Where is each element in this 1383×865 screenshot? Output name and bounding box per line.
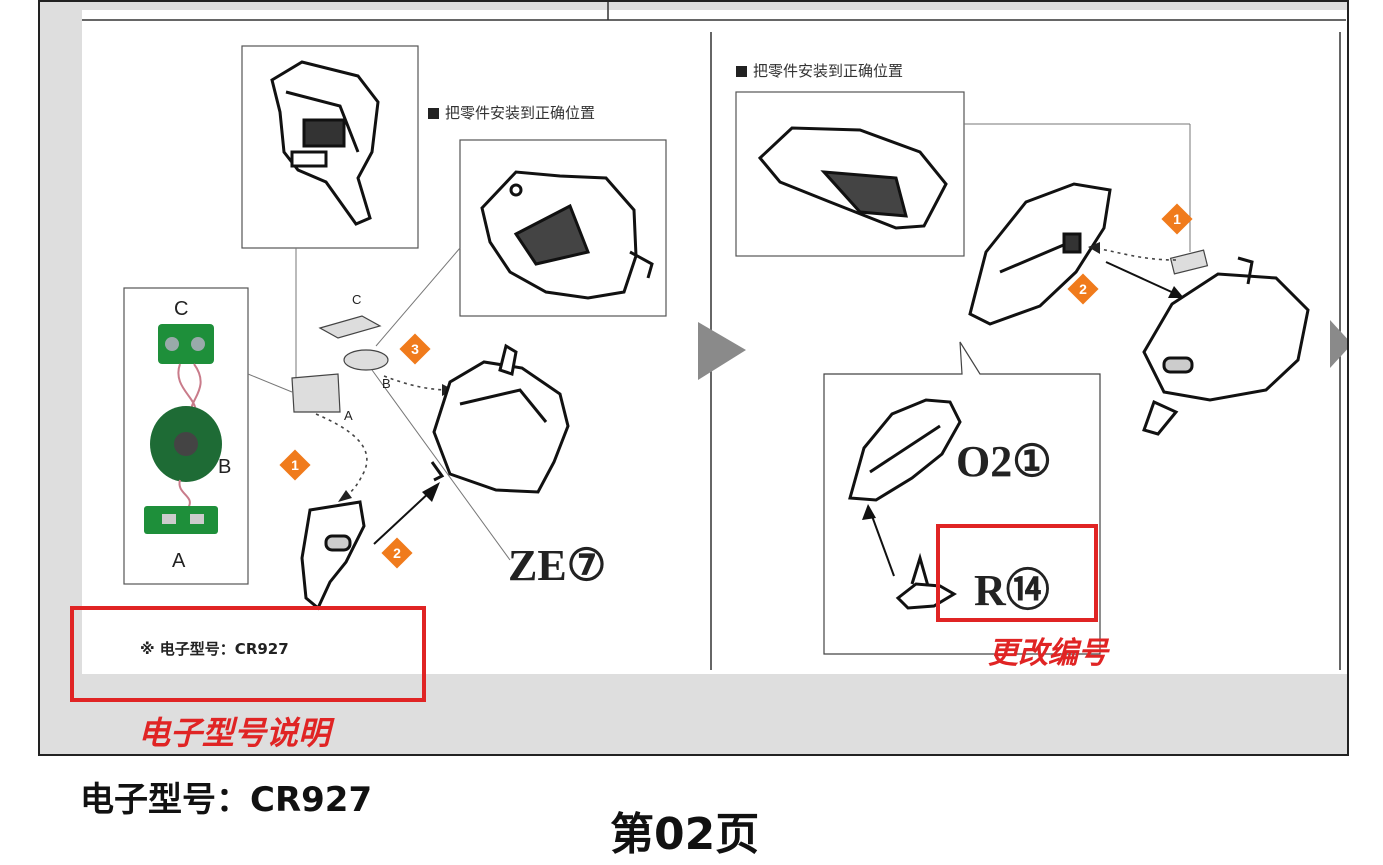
part-code-ze7: ZE⑦ bbox=[508, 541, 607, 590]
mech-piece-sketch bbox=[300, 500, 366, 611]
part-b bbox=[343, 349, 389, 371]
step-badge-2-right: 2 bbox=[1067, 273, 1099, 305]
step-badge-3-left: 3 bbox=[399, 333, 431, 365]
part-code-r14: R⑭ bbox=[974, 566, 1050, 615]
part-a bbox=[291, 373, 341, 413]
board-label-c: C bbox=[174, 298, 189, 320]
next-arrow-2 bbox=[1330, 320, 1347, 368]
instruction-note-right: 把零件安装到正确位置 bbox=[736, 60, 903, 81]
mech-body-sketch-left bbox=[430, 343, 570, 494]
step-badge-1-left: 1 bbox=[279, 449, 311, 481]
mech-part-sketch-4 bbox=[968, 182, 1112, 326]
highlight-box-electronic-model bbox=[70, 606, 426, 702]
mech-part-sketch-2 bbox=[480, 170, 654, 300]
step-badge-1-right: 1 bbox=[1161, 203, 1193, 235]
part-label-b: B bbox=[382, 376, 391, 391]
part-code-o2-1: O2① bbox=[956, 437, 1052, 486]
instruction-page-frame: 把零件安装到正确位置 把零件安装到正确位置 C B A C B A 1 2 3 … bbox=[38, 0, 1349, 756]
small-fin-sketch bbox=[895, 552, 957, 610]
small-part-right bbox=[1169, 249, 1209, 275]
footer-page-number: 第02页 bbox=[610, 809, 760, 860]
instruction-note-left: 把零件安装到正确位置 bbox=[428, 102, 595, 123]
electronic-model-note: ※ 电子型号：CR927 bbox=[140, 640, 289, 658]
highlight-box-part-number bbox=[936, 524, 1098, 622]
footer-electronic-model: 电子型号：CR927 bbox=[80, 780, 373, 820]
annotation-change-number: 更改编号 bbox=[988, 636, 1108, 671]
next-arrow-1 bbox=[698, 322, 746, 380]
mech-part-sketch-5 bbox=[848, 398, 962, 502]
part-label-c: C bbox=[352, 292, 362, 307]
circuit-board-image bbox=[144, 324, 222, 534]
part-c bbox=[318, 315, 382, 339]
step-badge-2-left: 2 bbox=[381, 537, 413, 569]
board-label-b: B bbox=[218, 456, 232, 478]
annotation-electronic-model-explain: 电子型号说明 bbox=[138, 714, 331, 752]
board-label-a: A bbox=[172, 550, 186, 572]
part-label-a: A bbox=[344, 408, 353, 423]
instruction-illustration bbox=[82, 2, 1347, 674]
mech-body-sketch-right bbox=[1142, 256, 1310, 436]
mech-part-sketch-1 bbox=[270, 60, 380, 226]
mech-part-sketch-3 bbox=[757, 126, 948, 230]
